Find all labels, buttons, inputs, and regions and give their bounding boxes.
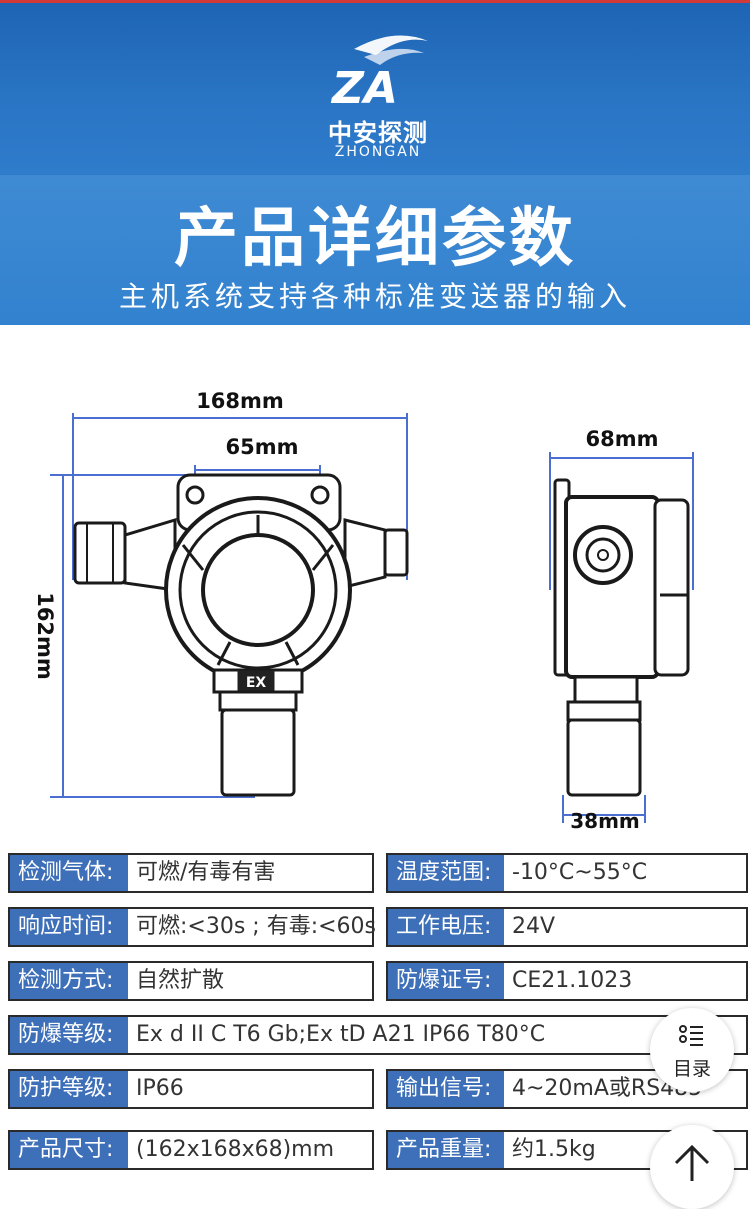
spec-response-time: 响应时间: 可燃:<30s ; 有毒:<60s xyxy=(8,907,377,947)
spec-label: 产品重量: xyxy=(388,1132,504,1168)
dim-depth-68: 68mm xyxy=(586,427,659,451)
brand-name-cn: 中安探测 xyxy=(328,119,428,147)
dim-height-162: 162mm xyxy=(33,592,57,680)
spec-label: 检测方式: xyxy=(10,963,128,999)
spec-value: CE21.1023 xyxy=(512,968,633,993)
toc-label: 目录 xyxy=(672,1058,711,1080)
spec-label: 检测气体: xyxy=(10,855,128,891)
brand-logo: ZA 中安探测 ZHONGAN xyxy=(318,31,438,161)
spec-label: 防护等级: xyxy=(10,1071,128,1107)
top-strip xyxy=(0,0,750,3)
front-view: EX xyxy=(50,413,409,798)
list-icon xyxy=(679,1025,703,1046)
spec-protection-grade: 防护等级: IP66 xyxy=(8,1069,374,1109)
spec-explosion-grade: 防爆等级: Ex d II C T6 Gb;Ex tD A21 IP66 T80… xyxy=(8,1015,748,1055)
spec-value: 约1.5kg xyxy=(512,1137,596,1162)
back-to-top-button[interactable] xyxy=(650,1125,734,1209)
dim-width-168: 168mm xyxy=(196,389,284,413)
spec-detection-gas: 检测气体: 可燃/有毒有害 xyxy=(8,853,374,893)
spec-label: 产品尺寸: xyxy=(10,1132,128,1168)
brand-header: ZA 中安探测 ZHONGAN xyxy=(0,3,750,175)
spec-value: (162x168x68)mm xyxy=(136,1137,335,1162)
spec-value: IP66 xyxy=(136,1076,184,1101)
page-subtitle: 主机系统支持各种标准变送器的输入 xyxy=(118,280,631,313)
arrow-up-icon xyxy=(674,1144,710,1181)
spec-label: 响应时间: xyxy=(10,909,128,945)
spec-value: 自然扩散 xyxy=(136,968,225,993)
spec-detection-method: 检测方式: 自然扩散 xyxy=(8,961,374,1001)
logo-mark-icon: ZA xyxy=(330,35,428,111)
title-banner: 产品详细参数 主机系统支持各种标准变送器的输入 xyxy=(0,175,750,325)
dim-base-38: 38mm xyxy=(570,809,640,833)
spec-label: 工作电压: xyxy=(388,909,504,945)
spec-temperature-range: 温度范围: -10°C~55°C xyxy=(386,853,748,893)
logo-mark-text: ZA xyxy=(330,63,398,111)
toc-button[interactable]: 目录 xyxy=(650,1008,734,1092)
spec-value: 可燃:<30s ; 有毒:<60s xyxy=(136,914,377,939)
spec-explosion-cert: 防爆证号: CE21.1023 xyxy=(386,961,748,1001)
spec-value: Ex d II C T6 Gb;Ex tD A21 IP66 T80°C xyxy=(136,1022,546,1047)
spec-value: -10°C~55°C xyxy=(512,860,648,885)
spec-label: 输出信号: xyxy=(388,1071,504,1107)
side-view xyxy=(549,452,694,823)
spec-label: 防爆证号: xyxy=(388,963,504,999)
brand-name-en: ZHONGAN xyxy=(334,144,422,160)
page-title: 产品详细参数 xyxy=(174,202,576,276)
spec-value: 24V xyxy=(512,914,556,939)
ex-mark: EX xyxy=(246,675,267,691)
spec-label: 防爆等级: xyxy=(10,1017,128,1053)
dimension-drawing: EX 168mm 65mm 68mm 38mm 162mm xyxy=(33,389,694,833)
spec-voltage: 工作电压: 24V xyxy=(386,907,748,947)
dim-width-65: 65mm xyxy=(226,435,299,459)
spec-label: 温度范围: xyxy=(388,855,504,891)
spec-value: 可燃/有毒有害 xyxy=(136,860,276,885)
spec-product-size: 产品尺寸: (162x168x68)mm xyxy=(8,1130,374,1170)
